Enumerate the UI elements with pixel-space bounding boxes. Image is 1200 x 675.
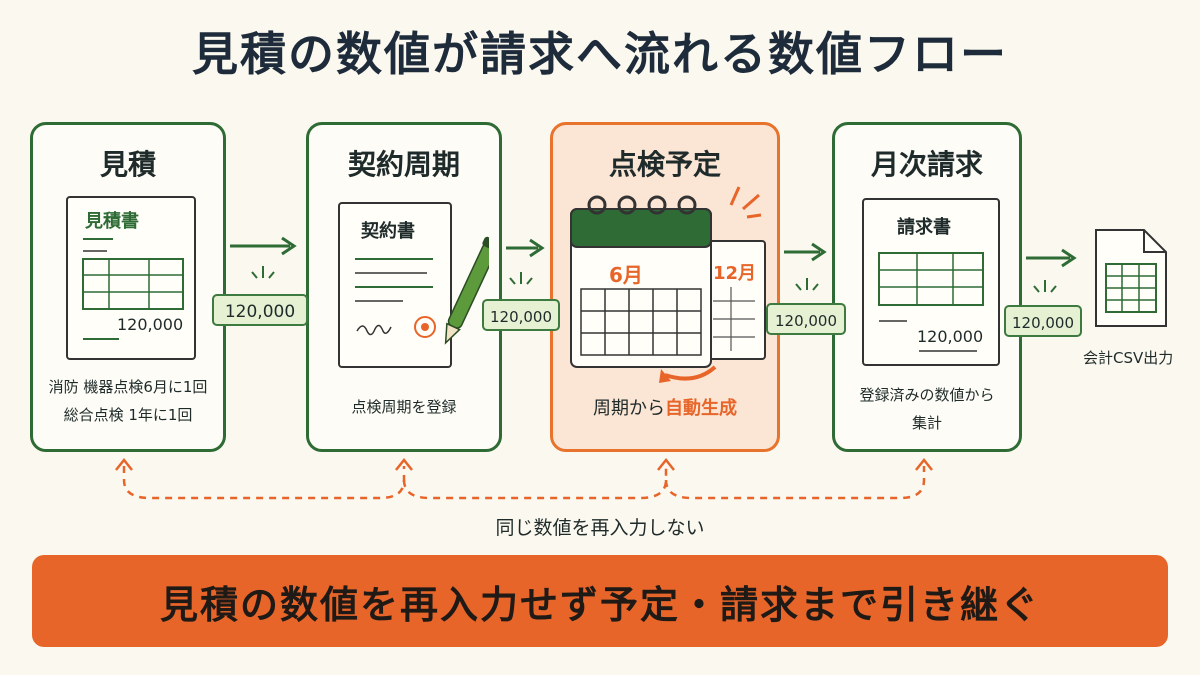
step-title: 月次請求: [870, 148, 983, 181]
amount-badge: 120,000: [482, 299, 560, 331]
amount-badge: 120,000: [1004, 305, 1082, 337]
sparkle-icon: [729, 186, 762, 219]
arrow-right-icon: [506, 238, 545, 258]
arrow-right-icon: [230, 236, 297, 256]
step-billing-card: 月次請求 請求書 120,000 登録済みの数値から 集計: [832, 122, 1022, 452]
sparkle-icon: [251, 266, 275, 279]
dashed-connector: [115, 457, 933, 500]
contract-sub-line-1: 点検周期を登録: [351, 398, 457, 416]
sparkle-icon: [795, 278, 819, 291]
invoice-doc-label: 請求書: [897, 217, 951, 238]
step-schedule-card: 点検予定 6月 12月 周期から自動生成: [550, 122, 780, 452]
arrow-right-icon: [784, 242, 827, 262]
no-reentry-note: 同じ数値を再入力しない: [495, 517, 705, 539]
billing-sub-line-1: 登録済みの数値から: [859, 386, 995, 404]
estimate-doc-label: 見積書: [85, 211, 139, 232]
step-estimate-card: 見積 見積書 120,000 消防 機器点検6月に1回 総合点検 1年に1回: [30, 122, 226, 452]
contract-doc-label: 契約書: [361, 221, 415, 242]
schedule-sub-highlight: 自動生成: [665, 398, 737, 419]
step-contract-card: 契約周期 契約書 点検周期を登録: [306, 122, 502, 452]
estimate-document-icon: [66, 196, 196, 360]
step-title: 点検予定: [608, 148, 721, 181]
step-title: 見積: [99, 148, 156, 181]
schedule-sub: 周期から自動生成: [553, 395, 777, 423]
calendar-month-back: 12月: [713, 263, 757, 284]
billing-sub-line-2: 集計: [911, 414, 942, 432]
csv-export-label: 会計CSV出力: [1083, 349, 1174, 367]
schedule-sub-prefix: 周期から: [593, 398, 665, 419]
estimate-sub-line-2: 総合点検 1年に1回: [63, 406, 193, 424]
sparkle-icon: [509, 272, 533, 285]
amount-badge: 120,000: [766, 303, 846, 335]
arrow-right-icon: [1026, 248, 1077, 268]
estimate-doc-amount: 120,000: [117, 315, 184, 334]
contract-document-icon: [338, 202, 489, 368]
csv-file-icon: [1095, 229, 1167, 327]
calendar-icon: [570, 195, 766, 383]
calendar-month-front: 6月: [609, 263, 643, 287]
invoice-document-icon: [862, 198, 1000, 366]
step-title: 契約周期: [347, 148, 460, 181]
sparkle-icon: [1033, 280, 1057, 293]
estimate-sub-line-1: 消防 機器点検6月に1回: [48, 378, 208, 396]
summary-banner: 見積の数値を再入力せず予定・請求まで引き継ぐ: [32, 555, 1168, 647]
amount-badge: 120,000: [212, 294, 308, 326]
invoice-doc-amount: 120,000: [917, 327, 984, 346]
summary-banner-text: 見積の数値を再入力せず予定・請求まで引き継ぐ: [159, 582, 1040, 627]
page-title: 見積の数値が請求へ流れる数値フロー: [192, 27, 1008, 81]
